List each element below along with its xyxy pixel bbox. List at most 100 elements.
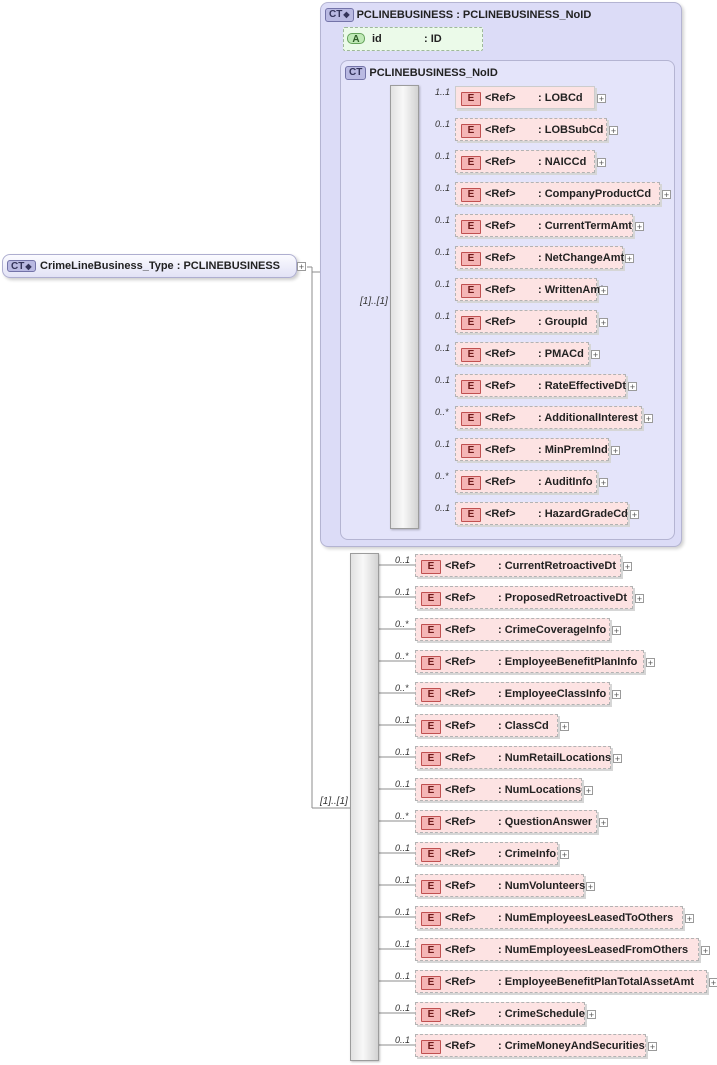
inner-type-badge: CT [345,66,367,81]
group2-element-expand-toggle[interactable]: + [646,658,655,668]
group2-element-expand-toggle[interactable]: + [612,690,621,700]
element-current-term-amt[interactable]: E<Ref>CurrentTermAmt [455,214,633,237]
element-pmacd[interactable]: E<Ref>PMACd [455,342,589,365]
element-badge: E [461,444,481,458]
element-crime-schedule[interactable]: E<Ref>CrimeSchedule [415,1002,585,1025]
element-ref-label: <Ref> [485,252,516,264]
group2-element-expand-toggle[interactable]: + [587,1010,596,1020]
element-num-employees-leased-from-others[interactable]: E<Ref>NumEmployeesLeasedFromOthers [415,938,699,961]
element-badge: E [461,284,481,298]
element-employee-benefit-plan-info[interactable]: E<Ref>EmployeeBenefitPlanInfo [415,650,644,673]
element-name: CrimeMoneyAndSecurities [498,1039,645,1053]
element-ref-label: <Ref> [485,412,516,424]
element-cardinality: 0..1 [435,439,451,449]
group1-element-expand-toggle[interactable]: + [597,94,606,104]
element-name: LOBCd [538,91,583,105]
element-audit-info[interactable]: E<Ref>AuditInfo [455,470,597,493]
element-num-retail-locations[interactable]: E<Ref>NumRetailLocations [415,746,611,769]
group1-element-expand-toggle[interactable]: + [591,350,600,360]
element-min-prem-ind[interactable]: E<Ref>MinPremInd [455,438,609,461]
element-written-amt[interactable]: E<Ref>WrittenAmt [455,278,604,301]
sequence-compositor-1[interactable] [390,85,419,529]
group1-element-expand-toggle[interactable]: + [644,414,653,424]
element-num-employees-leased-to-others[interactable]: E<Ref>NumEmployeesLeasedToOthers [415,906,683,929]
element-badge: E [421,912,441,926]
group2-element-expand-toggle[interactable]: + [701,946,710,956]
element-current-retroactive-dt[interactable]: E<Ref>CurrentRetroactiveDt [415,554,621,577]
element-name: CrimeInfo [498,847,556,861]
group1-element-expand-toggle[interactable]: + [609,126,618,136]
element-class-cd[interactable]: E<Ref>ClassCd [415,714,558,737]
group2-element-expand-toggle[interactable]: + [648,1042,657,1052]
element-badge: E [421,1040,441,1054]
group1-element-expand-toggle[interactable]: + [599,318,608,328]
group2-element-expand-toggle[interactable]: + [560,722,569,732]
group1-element-expand-toggle[interactable]: + [599,478,608,488]
group1-element-expand-toggle[interactable]: + [625,254,634,264]
element-proposed-retroactive-dt[interactable]: E<Ref>ProposedRetroactiveDt [415,586,633,609]
element-net-change-amt[interactable]: E <Ref> NetChangeAmt [455,246,624,269]
element-cardinality: 0..1 [435,311,451,321]
attribute-badge: A [347,33,365,45]
group1-element-expand-toggle[interactable]: + [630,510,639,520]
element-num-volunteers[interactable]: E<Ref>NumVolunteers [415,874,585,897]
root-expand-toggle[interactable]: + [297,262,306,272]
element-crime-info[interactable]: E<Ref>CrimeInfo [415,842,558,865]
group2-element-expand-toggle[interactable]: + [584,786,593,796]
element-badge: E [421,656,441,670]
element-cardinality: 0..* [435,471,449,481]
element-cardinality: 0..1 [395,555,411,565]
element-name: NumEmployeesLeasedToOthers [498,911,674,925]
element-cardinality: 0..1 [435,343,451,353]
complex-type-badge: CT◆ [325,8,354,23]
element-rate-effective-dt[interactable]: E<Ref>RateEffectiveDt [455,374,626,397]
element-name: ProposedRetroactiveDt [498,591,627,605]
element-cardinality: 0..* [395,683,409,693]
group1-element-expand-toggle[interactable]: + [628,382,637,392]
element-lobcd[interactable]: E<Ref>LOBCd [455,86,595,109]
element-num-locations[interactable]: E<Ref>NumLocations [415,778,582,801]
sequence-compositor-2[interactable] [350,553,379,1061]
element-crime-coverage-info[interactable]: E<Ref>CrimeCoverageInfo [415,618,610,641]
group1-element-expand-toggle[interactable]: + [635,222,644,232]
group1-element-expand-toggle[interactable]: + [599,286,608,296]
element-cardinality: 0..* [395,811,409,821]
complex-type-title: PCLINEBUSINESS : PCLINEBUSINESS_NoID [356,9,592,21]
element-hazard-grade-cd[interactable]: E<Ref>HazardGradeCd [455,502,628,525]
group2-element-expand-toggle[interactable]: + [586,882,595,892]
element-question-answer[interactable]: E<Ref>QuestionAnswer [415,810,597,833]
group2-element-expand-toggle[interactable]: + [613,754,622,764]
element-badge: E [461,252,481,266]
element-ref-label: <Ref> [445,880,476,892]
element-ref-label: <Ref> [445,656,476,668]
group1-element-expand-toggle[interactable]: + [597,158,606,168]
group1-element-expand-toggle[interactable]: + [611,446,620,456]
group2-element-expand-toggle[interactable]: + [560,850,569,860]
element-ref-label: <Ref> [445,592,476,604]
group2-element-expand-toggle[interactable]: + [612,626,621,636]
element-naiccd[interactable]: E<Ref>NAICCd [455,150,595,173]
group1-element-expand-toggle[interactable]: + [662,190,671,200]
element-employee-benefit-plan-total-asset-amt[interactable]: E<Ref>EmployeeBenefitPlanTotalAssetAmt [415,970,707,993]
group2-element-expand-toggle[interactable]: + [635,594,644,604]
element-lobsub-cd[interactable]: E<Ref>LOBSubCd [455,118,607,141]
group2-element-expand-toggle[interactable]: + [599,818,608,828]
element-company-product-cd[interactable]: E<Ref>CompanyProductCd [455,182,660,205]
element-employee-class-info[interactable]: E<Ref>EmployeeClassInfo [415,682,610,705]
element-crime-money-and-securities[interactable]: E<Ref>CrimeMoneyAndSecurities [415,1034,646,1057]
element-name: AdditionalInterest [538,411,638,425]
element-ref-label: <Ref> [445,944,476,956]
element-additional-interest[interactable]: E<Ref>AdditionalInterest [455,406,642,429]
element-ref-label: <Ref> [445,688,476,700]
group2-element-expand-toggle[interactable]: + [685,914,694,924]
root-complex-type[interactable]: CT◆ CrimeLineBusiness_Type : PCLINEBUSIN… [2,254,297,278]
element-cardinality: 0..1 [395,715,411,725]
element-name: QuestionAnswer [498,815,592,829]
element-name: NetChangeAmt [538,251,624,265]
element-badge: E [461,476,481,490]
element-badge: E [461,92,481,106]
group2-element-expand-toggle[interactable]: + [623,562,632,572]
attribute-id[interactable]: A id : ID [343,27,483,51]
element-group-id[interactable]: E<Ref>GroupId [455,310,597,333]
group2-element-expand-toggle[interactable]: + [709,978,717,988]
